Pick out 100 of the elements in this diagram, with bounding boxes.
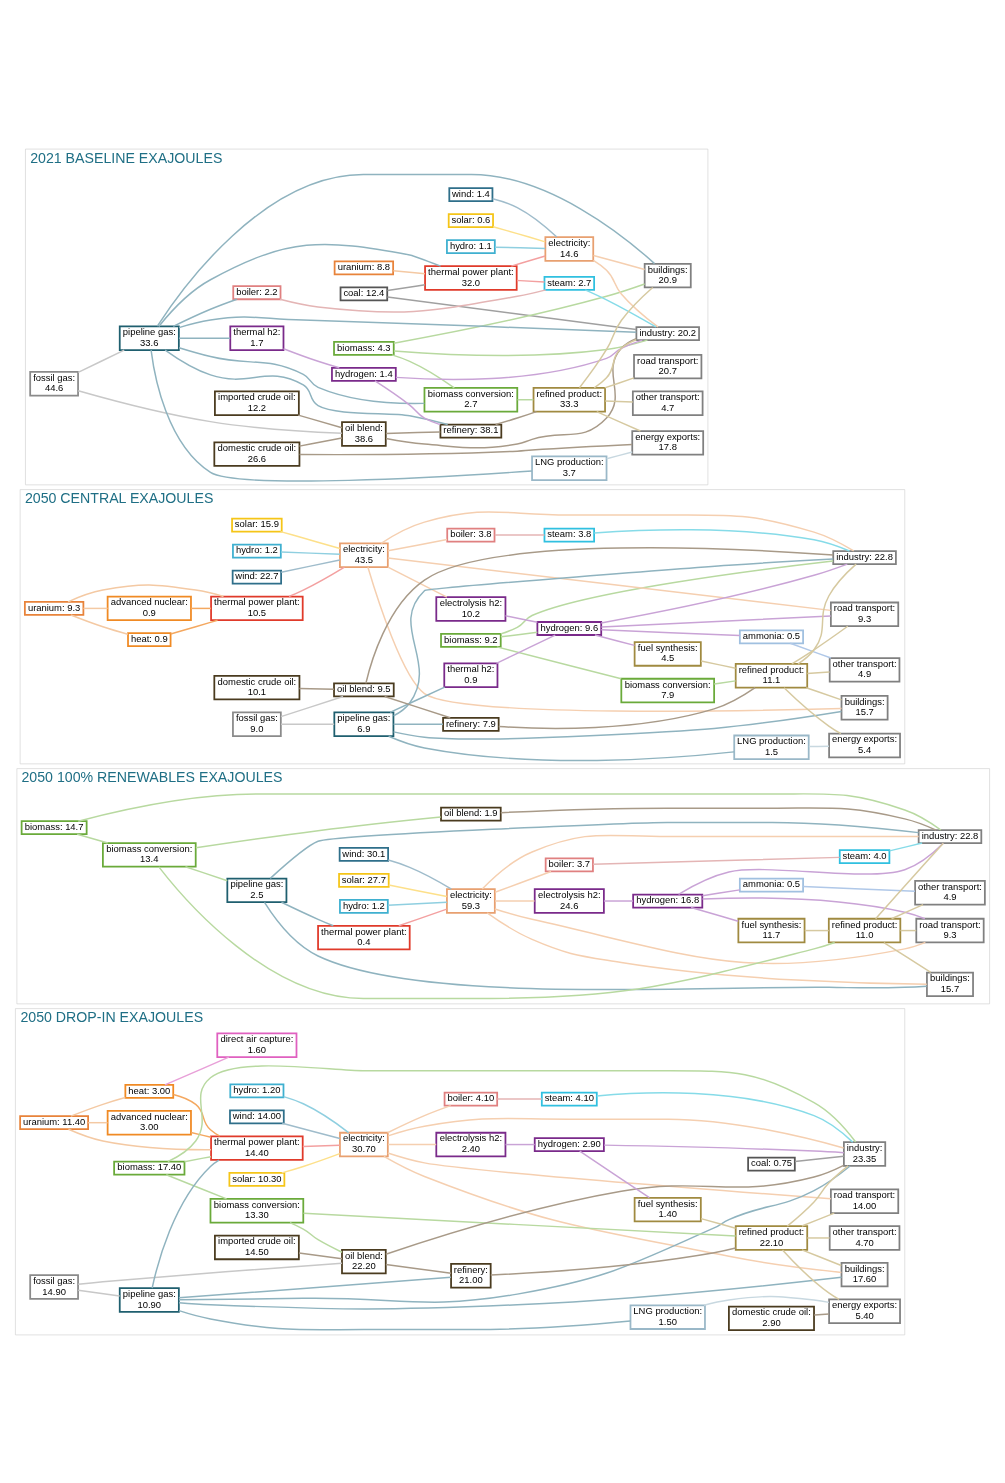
connector (178, 337, 231, 339)
node-box: hydro: 1.20 (229, 1082, 285, 1098)
connector (391, 353, 456, 389)
node-box: coal: 0.75 (747, 1156, 796, 1171)
connector (380, 510, 855, 552)
connector (496, 645, 622, 679)
connector (151, 1158, 220, 1289)
node-box: ammonia: 0.5 (738, 877, 804, 892)
connector (288, 565, 346, 597)
node-box: heat: 3.00 (124, 1083, 175, 1099)
node-box: solar: 10.30 (228, 1171, 286, 1187)
connector (690, 906, 739, 922)
node-box: biomass: 14.7 (20, 819, 88, 835)
connector (387, 734, 735, 761)
node-box: refined product: 22.10 (734, 1224, 809, 1251)
node-box: thermal power plant: 10.5 (210, 595, 304, 621)
connector (801, 1248, 842, 1266)
connector (874, 842, 945, 919)
connector (593, 338, 637, 389)
connector (604, 376, 635, 389)
node-box: electricity: 30.70 (339, 1131, 389, 1157)
connector (67, 583, 225, 603)
node-box: biomass conversion: 7.9 (620, 677, 715, 703)
connector (195, 815, 442, 849)
connector (801, 1211, 836, 1227)
node-box: hydro: 1.2 (232, 543, 282, 558)
node-box: pipeline gas: 6.9 (333, 711, 395, 737)
node-box: thermal h2: 1.7 (229, 325, 285, 351)
connector (594, 633, 636, 646)
node-box: electrolysis h2: 2.40 (435, 1131, 507, 1157)
connector (603, 899, 634, 902)
connector (388, 883, 448, 897)
node-box: other transport: 4.70 (828, 1224, 901, 1251)
node-box: hydro: 1.2 (339, 898, 389, 914)
connector (500, 806, 937, 831)
connector (600, 614, 832, 628)
connector (398, 907, 448, 926)
connector (604, 399, 634, 403)
connector (596, 1091, 854, 1143)
node-box: fossil gas: 14.90 (29, 1273, 79, 1300)
connector (387, 1151, 832, 1200)
node-box: biomass: 17.40 (113, 1160, 186, 1176)
connector (700, 1217, 737, 1229)
connector (490, 1246, 737, 1276)
connector (600, 628, 741, 636)
node-box: refined product: 11.0 (827, 917, 902, 943)
node-box: road transport: 9.3 (915, 917, 985, 943)
node-box: LNG production: 1.50 (629, 1303, 706, 1330)
node-box: domestic crude oil: 2.90 (728, 1305, 815, 1331)
connector (178, 315, 638, 333)
node-box: solar: 27.7 (338, 872, 390, 888)
connector (172, 298, 238, 327)
node-box: industry: 20.2 (635, 325, 700, 341)
connector (298, 687, 335, 690)
connector (592, 259, 659, 328)
connector (789, 642, 832, 659)
connector (387, 900, 448, 906)
node-box: oil blend: 38.6 (341, 420, 387, 447)
node-box: wind: 14.00 (229, 1108, 285, 1124)
node-box: biomass conversion: 13.4 (102, 841, 197, 868)
connector (67, 1128, 212, 1150)
node-box: hydrogen: 9.6 (536, 620, 603, 636)
connector (169, 619, 219, 635)
node-box: buildings: 15.7 (840, 694, 889, 720)
connector (77, 792, 942, 831)
connector (387, 538, 448, 551)
connector (263, 901, 928, 990)
connector (77, 1261, 343, 1285)
connector (165, 1173, 228, 1200)
node-box: thermal power plant: 14.40 (210, 1134, 304, 1161)
connector (494, 870, 552, 893)
node-box: domestic crude oil: 10.1 (213, 674, 301, 700)
node-box: domestic crude oil: 26.6 (213, 440, 301, 467)
node-box: fossil gas: 44.6 (29, 370, 79, 396)
connector (504, 614, 539, 623)
connector (183, 1155, 212, 1162)
connector (172, 1093, 221, 1137)
connector (791, 625, 849, 665)
connector (713, 679, 737, 685)
connector (805, 686, 843, 701)
connector (87, 1121, 109, 1123)
connector (584, 288, 657, 328)
node-box: wind: 1.4 (448, 186, 494, 202)
connector (158, 865, 836, 999)
connector (806, 1236, 831, 1239)
connector (302, 1211, 737, 1237)
connector (70, 613, 129, 635)
connector (365, 546, 834, 684)
connector (395, 338, 644, 380)
connector (516, 279, 546, 283)
connector (600, 562, 848, 624)
connector (164, 348, 449, 425)
connector (510, 254, 546, 267)
node-box: other transport: 4.7 (631, 390, 704, 416)
connector (77, 348, 125, 373)
node-box: energy exports: 17.8 (631, 429, 705, 456)
connector (374, 379, 441, 425)
connector (804, 929, 830, 931)
node-box: buildings: 20.9 (643, 262, 692, 288)
node-box: steam: 4.0 (838, 848, 891, 864)
